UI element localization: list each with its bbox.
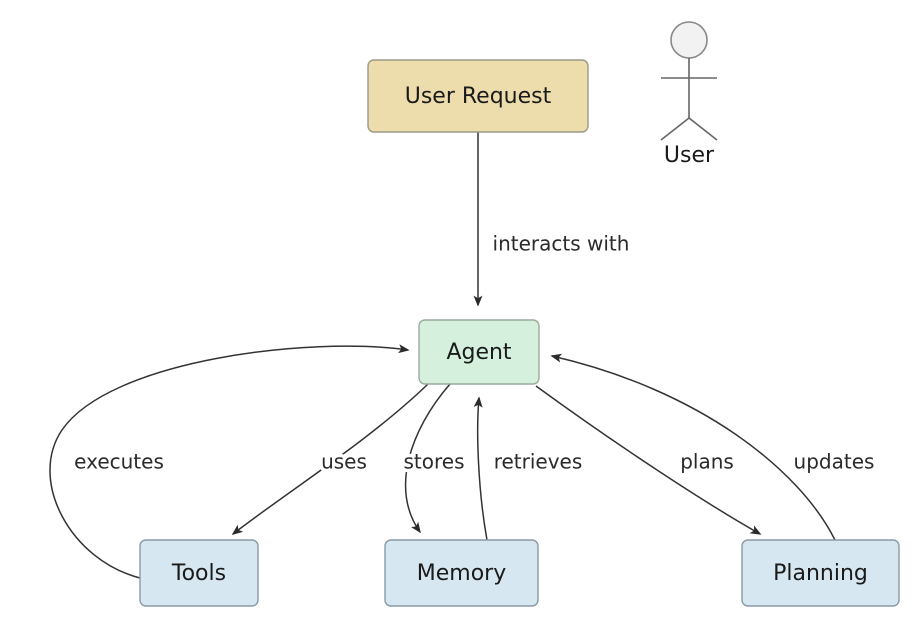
- node-label-tools: Tools: [171, 561, 226, 586]
- edge-label-text: stores: [403, 450, 464, 474]
- node-label-memory: Memory: [417, 561, 506, 586]
- node-box-user-request[interactable]: [367, 59, 589, 133]
- node-planning[interactable]: Planning: [741, 539, 900, 607]
- node-user-request[interactable]: User Request: [367, 59, 589, 133]
- actor-label: User: [664, 143, 715, 168]
- actor-user-actor[interactable]: User: [660, 21, 718, 168]
- edge-label-halo: uses: [321, 450, 367, 474]
- actor-head-icon: [670, 21, 708, 59]
- node-tools[interactable]: Tools: [139, 539, 259, 607]
- node-label-planning: Planning: [773, 561, 868, 586]
- edge-label-text: interacts with: [493, 232, 630, 256]
- node-label-user-request: User Request: [405, 84, 552, 109]
- edges-layer: [49, 132, 836, 579]
- edge-memory-retrieves-agent: [473, 396, 488, 541]
- edge-label-text: retrieves: [494, 450, 583, 474]
- node-label-agent: Agent: [446, 340, 511, 365]
- node-memory[interactable]: Memory: [384, 539, 539, 607]
- edge-planning-updates-agent: [550, 353, 836, 541]
- edge-label-halo: plans: [680, 450, 734, 474]
- node-box-agent[interactable]: [418, 319, 540, 385]
- actor-leg-right-line: [688, 117, 718, 141]
- edge-label-halo: interacts with: [493, 232, 630, 256]
- edge-label-halo: updates: [794, 450, 875, 474]
- node-agent[interactable]: Agent: [418, 319, 540, 385]
- edge-label-text: updates: [794, 450, 875, 474]
- node-box-tools[interactable]: [139, 539, 259, 607]
- edge-label-halo: executes: [74, 450, 164, 474]
- edge-label-text: plans: [680, 450, 734, 474]
- edge-label-text: uses: [321, 450, 367, 474]
- edge-label-text: executes: [74, 450, 164, 474]
- edge-agent-plans-planning: [535, 385, 762, 535]
- actor-layer: User: [660, 21, 718, 168]
- node-box-planning[interactable]: [741, 539, 900, 607]
- edge-label-halo: stores: [403, 450, 464, 474]
- actor-leg-left-line: [660, 117, 690, 141]
- edge-label-halo: retrieves: [494, 450, 583, 474]
- edge-tools-executes-agent: [49, 344, 410, 579]
- edge-agent-uses-tools: [231, 383, 429, 535]
- node-box-memory[interactable]: [384, 539, 539, 607]
- edge-agent-stores-memory: [404, 383, 451, 534]
